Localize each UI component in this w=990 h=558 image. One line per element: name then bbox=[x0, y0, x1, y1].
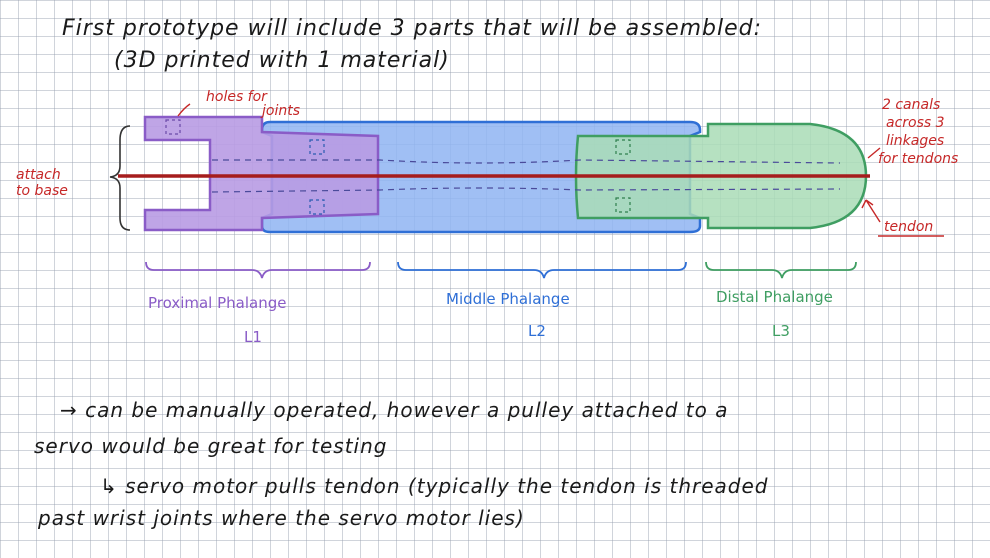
tendon-pointer bbox=[861, 199, 881, 223]
holes-pointer bbox=[177, 103, 191, 117]
proximal-phalange-label: Proximal Phalange bbox=[148, 294, 287, 312]
proximal-phalange-shape bbox=[143, 115, 380, 232]
attach-brace bbox=[109, 125, 131, 231]
canal-upper bbox=[212, 159, 841, 164]
attach-label: attach bbox=[16, 167, 61, 183]
joint-hole-3 bbox=[309, 199, 325, 215]
canals-label-4: for tendons bbox=[878, 151, 959, 167]
distal-symbol: L3 bbox=[772, 322, 790, 340]
canal-lower bbox=[211, 187, 841, 193]
joint-hole-1 bbox=[165, 119, 181, 135]
joint-hole-4 bbox=[615, 139, 631, 155]
joints-label: joints bbox=[262, 103, 301, 119]
heading-line-2: (3D printed with 1 material) bbox=[114, 48, 450, 73]
proximal-symbol: L1 bbox=[244, 328, 262, 346]
distal-brace bbox=[705, 261, 857, 279]
note-line-4: past wrist joints where the servo motor … bbox=[38, 506, 525, 530]
joint-hole-2 bbox=[309, 139, 325, 155]
distal-phalange-label: Distal Phalange bbox=[716, 288, 833, 306]
note-line-3: ↳ servo motor pulls tendon (typically th… bbox=[100, 474, 769, 498]
attach-base-label: to base bbox=[16, 183, 68, 199]
middle-phalange-label: Middle Phalange bbox=[446, 290, 570, 308]
canals-label-3: linkages bbox=[886, 133, 945, 149]
proximal-brace bbox=[145, 261, 371, 279]
heading-line-1: First prototype will include 3 parts tha… bbox=[62, 16, 763, 41]
canals-label-1: 2 canals bbox=[882, 97, 941, 113]
canals-label-2: across 3 bbox=[886, 115, 945, 131]
holes-label: holes for bbox=[206, 89, 267, 105]
joint-hole-5 bbox=[615, 197, 631, 213]
note-line-2: servo would be great for testing bbox=[34, 434, 388, 458]
middle-brace bbox=[397, 261, 687, 279]
note-line-1: → can be manually operated, however a pu… bbox=[60, 398, 729, 422]
canals-pointer bbox=[867, 147, 881, 159]
tendon-label: tendon bbox=[884, 219, 934, 235]
middle-symbol: L2 bbox=[528, 322, 546, 340]
